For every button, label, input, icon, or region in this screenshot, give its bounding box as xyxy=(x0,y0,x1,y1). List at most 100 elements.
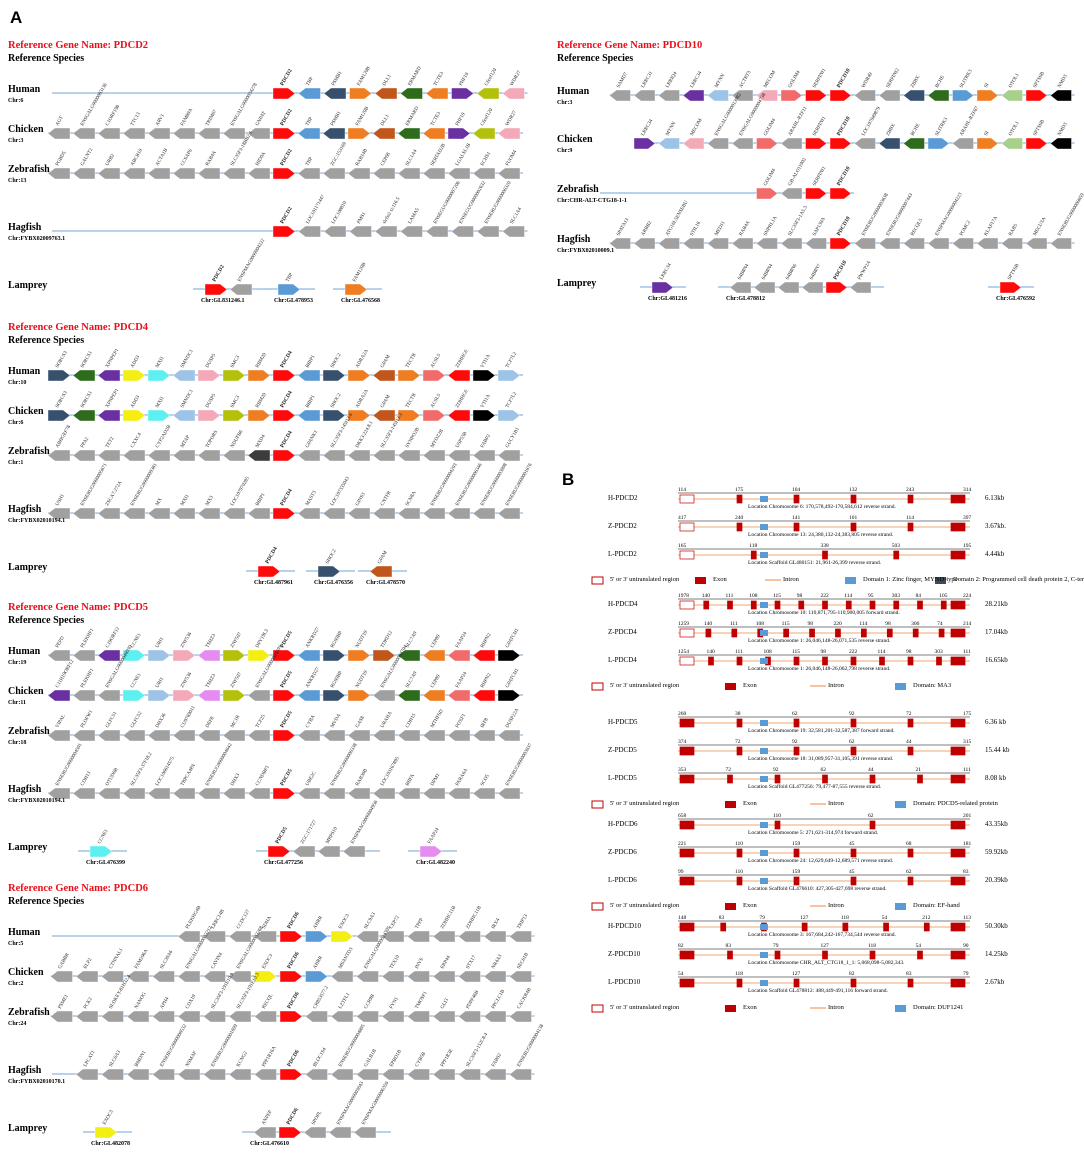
pdcd-sec2-lamprey-gene xyxy=(292,845,316,858)
pdcd-sec0-lamprey-chr: Chr:GL478953 xyxy=(274,298,313,304)
struct1-legend-swatch xyxy=(725,683,736,690)
pdcd-sec1-lamprey-gene-label: SHOC2 xyxy=(325,548,337,565)
struct0-legend-text: Intron xyxy=(783,576,799,583)
pdcd10-lamprey-chr: Chr:GL478812 xyxy=(726,296,765,302)
pdcd-sec1-row3-gene-arrow xyxy=(222,507,246,520)
struct4-row0-domain xyxy=(760,924,768,930)
struct2-legend-text: Domain: PDCD5-related protein xyxy=(913,800,998,807)
pdcd-sec3-row1-gene-label: STX17 xyxy=(466,955,478,970)
struct1-row0-exon-len: 1978 xyxy=(678,593,689,599)
pdcd-sec3-row3-gene-arrow xyxy=(458,1068,481,1081)
pdcd-sec3-row2-gene-label: RECQL xyxy=(262,993,275,1010)
pdcd-sec0-row3-gene-label: slc6a2 si:116.5 xyxy=(382,196,401,225)
pdcd-sec3-row3-gene-arrow xyxy=(407,1068,430,1081)
pdcd10-row1-gene-arrow xyxy=(903,137,925,150)
struct2-legend-text: 5' or 3' untranslated region xyxy=(610,800,680,807)
pdcd-sec0-row1-gene-arrow xyxy=(472,127,496,140)
struct2-row2-exon xyxy=(774,774,781,784)
struct0-row2-exon-len: 118 xyxy=(749,543,757,549)
struct3-row2-exon-len: 110 xyxy=(735,869,743,875)
pdcd-sec0-row2-gene-arrow xyxy=(347,167,371,180)
pdcd-sec0-row2-gene-arrow xyxy=(47,167,71,180)
struct1-legend-text: Exon xyxy=(743,682,757,689)
struct2-row1-exon-len: 72 xyxy=(735,739,741,745)
struct1-row1-exon xyxy=(950,628,966,638)
struct1-row0-exon xyxy=(869,600,876,610)
struct2-row0-exon-len: 62 xyxy=(792,711,798,717)
pdcd-sec0-row3-gene-arrow xyxy=(349,225,372,238)
pdcd-sec1-row1-gene-arrow xyxy=(447,409,471,422)
struct4-legend-text: Exon xyxy=(743,1004,757,1011)
struct3-row1-exon-len: 110 xyxy=(735,841,743,847)
pdcd-sec2-row0-gene-label: GPATCH1 xyxy=(505,627,520,649)
pdcd-sec2-row0-gene-label: RGS9BP xyxy=(330,630,344,649)
pdcd-sec1-chr-label: Chr:1 xyxy=(8,460,24,466)
pdcd-sec3-row2-gene-arrow xyxy=(458,1010,481,1023)
struct2-row2-exon-len: 353 xyxy=(678,767,687,773)
pdcd-sec2-row0-gene-arrow xyxy=(422,649,446,662)
pdcd-sec2-chr-label: Chr:FYBX02010194.1 xyxy=(8,798,66,804)
pdcd-sec0-row0-gene-label: C6orf120 xyxy=(484,67,498,87)
pdcd10-lamprey-gene xyxy=(801,281,824,294)
pdcd-sec3-row0-gene-arrow xyxy=(356,930,379,943)
pdcd-sec2-row0-gene-arrow xyxy=(72,649,96,662)
struct1-row2-exon xyxy=(793,656,800,666)
pdcd-sec3-row0-gene-label: ZDHHC11B xyxy=(440,905,457,930)
pdcd10-row1-gene-arrow xyxy=(682,137,705,150)
struct4-row1-name: Z-PDCD10 xyxy=(608,950,641,958)
pdcd-sec0-row1-gene-label: C1ORF198 xyxy=(105,104,121,127)
pdcd-sec1-row0-gene-arrow xyxy=(172,369,196,382)
struct2-legend-swatch xyxy=(895,801,906,808)
pdcd10-row2-gene-arrow xyxy=(756,187,778,200)
struct2-row1-exon xyxy=(679,746,695,756)
struct1-row0-exon-len: 111 xyxy=(726,593,734,599)
struct0-row2-domain xyxy=(760,552,768,558)
pdcd-sec3-row0-gene-label: TRIP13 xyxy=(517,913,529,930)
pdcd-sec0-lamprey-gene xyxy=(204,283,228,296)
struct2-row2-exon-len: 72 xyxy=(726,767,732,773)
pdcd-sec2-row0-gene-label: SLC7A9 xyxy=(405,631,418,649)
pdcd-sec3-row0-gene-label: EXOC3 xyxy=(338,913,351,930)
pdcd10-row1-gene-arrow xyxy=(976,137,999,150)
pdcd-sec0-row3-gene-label: LOC101171447 xyxy=(306,194,327,225)
struct3-row1-exon xyxy=(907,848,914,858)
pdcd10-lamprey-gene xyxy=(999,281,1022,294)
pdcd10-row1-gene-arrow xyxy=(952,137,974,150)
pdcd10-species-name: Hagfish xyxy=(557,234,591,245)
pdcd10-row3-gene-arrow xyxy=(682,237,705,250)
pdcd-sec2-row0-gene-arrow xyxy=(397,649,421,662)
pdcd-sec1-row0-gene-label: ADD3 xyxy=(130,355,141,369)
pdcd-sec3-row1-gene-arrow xyxy=(203,970,226,983)
struct1-row2-exon-len: 114 xyxy=(878,649,886,655)
pdcd-sec3-row3-gene-arrow xyxy=(432,1068,456,1081)
pdcd-sec0-row3-gene-label: PMS1 xyxy=(357,211,368,225)
pdcd-sec3-row0-gene-label: SDHA xyxy=(262,915,273,930)
pdcd-sec1-lamprey-gene-label: PDCD4 xyxy=(265,546,279,565)
pdcd-sec0-row1-gene-label: DLL1 xyxy=(380,113,391,127)
pdcd-sec2-species-name: Hagfish xyxy=(8,784,42,795)
pdcd-sec2-lamprey-name: Lamprey xyxy=(8,842,48,853)
pdcd-sec0-ref-species: Reference Species xyxy=(8,53,85,64)
struct4-row0-exon-len: 79 xyxy=(759,915,765,921)
pdcd-sec2-row2-gene-arrow xyxy=(72,729,96,742)
struct1-row1-exon-len: 108 xyxy=(756,621,765,627)
pdcd-sec2-lamprey-chr: Chr:GL476399 xyxy=(86,860,125,866)
struct3-row1-exon xyxy=(850,848,857,858)
struct1-row2-exon xyxy=(907,656,914,666)
pdcd-sec3-row1-gene-label: SLC39A6 xyxy=(160,950,175,970)
struct2-row0-location: Location Chromosome 19: 32,581,201-32,58… xyxy=(748,728,895,734)
pdcd-sec1-row3-gene-label: LOC107970285 xyxy=(230,476,251,507)
pdcd-sec2-row0-gene-label: URI1 xyxy=(155,636,165,649)
struct1-row1-exon xyxy=(705,628,712,638)
pdcd10-row2-gene-label: PDCD10 xyxy=(836,166,852,187)
pdcd-sec1-row0-gene-label: GPAM xyxy=(380,354,392,369)
struct1-row0-size: 28.21kb xyxy=(985,600,1008,608)
pdcd10-chr-label: Chr:CHR-ALT-CTG18-1-1 xyxy=(557,198,627,204)
struct0-row0-exon xyxy=(679,494,695,504)
struct4-row2-exon-len: 54 xyxy=(678,971,684,977)
struct1-row2-exon xyxy=(936,656,942,666)
pdcd-sec1-row2-gene-label: GUCY1B1 xyxy=(505,427,521,449)
pdcd-sec3-row1-gene-arrow xyxy=(101,970,124,983)
pdcd-sec2-row0-gene-arrow xyxy=(322,649,346,662)
struct1-row2-exon xyxy=(879,656,885,666)
